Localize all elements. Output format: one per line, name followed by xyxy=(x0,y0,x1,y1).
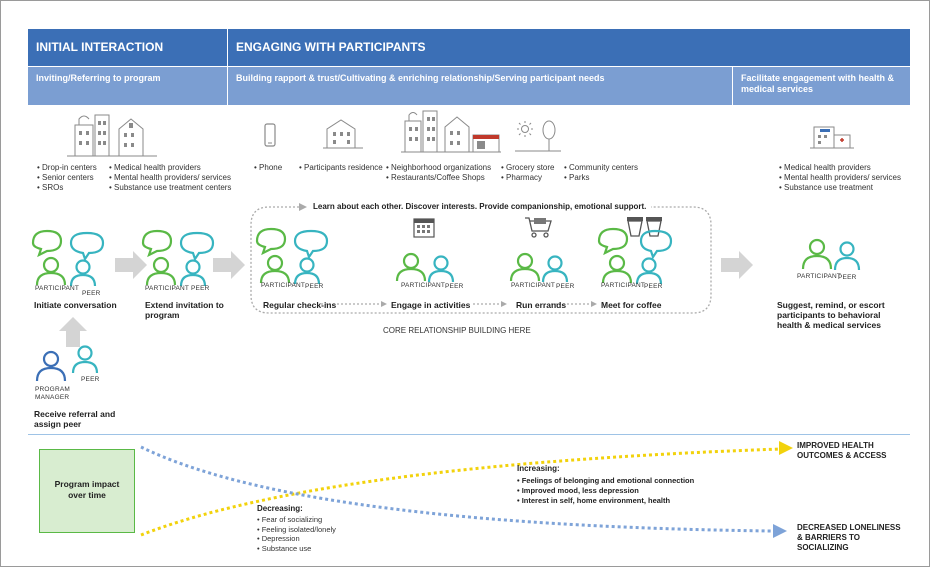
participant-peer-icon-extend xyxy=(141,229,215,287)
decreasing-item: Substance use xyxy=(257,544,336,554)
step-regular-checkins: Regular check-ins xyxy=(263,300,337,310)
participant-peer-icon-coffee xyxy=(597,227,673,285)
venue-list-residence: Participants residence xyxy=(299,163,383,173)
role-peer: PEER xyxy=(838,274,857,281)
park-icon xyxy=(515,120,561,152)
step-meet-coffee: Meet for coffee xyxy=(601,300,662,310)
arrow-right-1 xyxy=(115,251,147,279)
role-peer: PEER xyxy=(644,283,663,290)
increasing-list: Feelings of belonging and emotional conn… xyxy=(517,476,695,506)
outcome-decreased-loneliness: DECREASED LONELINESS & BARRIERS TO SOCIA… xyxy=(797,523,901,552)
venue-item: Parks xyxy=(564,173,638,183)
arrow-right-3 xyxy=(721,251,753,279)
venue-item: Pharmacy xyxy=(501,173,555,183)
neighborhood-buildings-icon xyxy=(401,110,501,153)
role-peer: PEER xyxy=(81,376,100,383)
role-participant: PARTICIPANT xyxy=(601,282,646,289)
venue-item: SROs xyxy=(37,183,97,193)
increasing-title: Increasing: xyxy=(517,464,560,473)
venue-item: Medical health providers xyxy=(779,163,901,173)
venue-list-phone: Phone xyxy=(254,163,282,173)
role-peer: PEER xyxy=(445,283,464,290)
venue-list-providers: Medical health providers Mental health p… xyxy=(109,163,231,193)
decreasing-list: Fear of socializing Feeling isolated/lon… xyxy=(257,515,336,553)
venue-list-neighborhood: Neighborhood organizations Restaurants/C… xyxy=(386,163,491,183)
increasing-item: Improved mood, less depression xyxy=(517,486,694,496)
role-peer: PEER xyxy=(191,285,210,292)
phone-icon xyxy=(264,123,276,147)
section-divider xyxy=(28,434,910,435)
venue-item: Mental health providers/ services xyxy=(109,173,231,183)
venue-item: Participants residence xyxy=(299,163,383,173)
decreasing-item: Depression xyxy=(257,534,336,544)
venue-item: Mental health providers/ services xyxy=(779,173,901,183)
loop-caption: Learn about each other. Discover interes… xyxy=(313,202,647,211)
arrow-right-2 xyxy=(213,251,245,279)
venue-item: Restaurants/Coffee Shops xyxy=(386,173,491,183)
role-participant: PARTICIPANT xyxy=(797,273,842,280)
role-program-manager: PROGRAM MANAGER xyxy=(35,386,70,402)
core-relationship-caption: CORE RELATIONSHIP BUILDING HERE xyxy=(383,326,531,335)
participant-peer-icon-checkins xyxy=(255,227,329,285)
decreasing-item: Feeling isolated/lonely xyxy=(257,525,336,535)
manager-peer-icon xyxy=(35,345,99,382)
increasing-item: Feelings of belonging and emotional conn… xyxy=(517,476,695,486)
venue-list-grocery: Grocery store Pharmacy xyxy=(501,163,555,183)
role-program-manager-line2: MANAGER xyxy=(35,394,70,401)
role-peer: PEER xyxy=(556,283,575,290)
venue-item: Community centers xyxy=(564,163,638,173)
role-participant: PARTICIPANT xyxy=(511,282,556,289)
subheader-facilitate: Facilitate engagement with health & medi… xyxy=(733,67,910,105)
role-peer: PEER xyxy=(305,283,324,290)
venue-item: Senior centers xyxy=(37,173,97,183)
step-engage-activities: Engage in activities xyxy=(391,300,471,310)
participant-peer-icon-activities xyxy=(395,252,455,283)
venue-list-community: Drop-in centers Senior centers SROs xyxy=(37,163,97,193)
program-impact-label: Program impact over time xyxy=(54,479,120,500)
outcome-improved-health: IMPROVED HEALTH OUTCOMES & ACCESS xyxy=(797,441,887,460)
participant-peer-icon-errands xyxy=(509,252,569,283)
clinic-icon xyxy=(810,126,854,149)
venue-item: Grocery store xyxy=(501,163,554,173)
role-participant: PARTICIPANT xyxy=(145,285,190,292)
venue-item: Substance use treatment centers xyxy=(109,183,231,193)
shopping-cart-icon xyxy=(525,217,552,238)
role-participant: PARTICIPANT xyxy=(261,282,306,289)
venue-item: Phone xyxy=(254,163,282,173)
participant-peer-icon-initiate xyxy=(31,229,105,287)
header-initial-interaction: INITIAL INTERACTION xyxy=(28,29,227,66)
venue-item: Medical health providers xyxy=(109,163,231,173)
step-run-errands: Run errands xyxy=(516,300,567,310)
step-initiate-conversation: Initiate conversation xyxy=(34,300,117,310)
decreasing-item: Fear of socializing xyxy=(257,515,336,525)
step-receive-referral: Receive referral and assign peer xyxy=(34,409,116,429)
venue-item: Drop-in centers xyxy=(37,163,97,173)
calendar-icon xyxy=(413,218,435,238)
venue-list-community-centers: Community centers Parks xyxy=(564,163,638,183)
step-extend-invitation: Extend invitation to program xyxy=(145,300,224,320)
buildings-icon-left xyxy=(67,114,157,157)
residence-icon xyxy=(323,119,363,149)
header-engaging-with-participants: ENGAGING WITH PARTICIPANTS xyxy=(228,29,910,66)
venue-list-health-services: Medical health providers Mental health p… xyxy=(779,163,901,193)
impact-trend-lines xyxy=(140,441,793,538)
decreasing-title: Decreasing: xyxy=(257,504,303,513)
venue-item: Substance use treatment xyxy=(779,183,901,193)
role-peer: PEER xyxy=(82,290,101,297)
role-participant: PARTICIPANT xyxy=(35,285,80,292)
step-suggest-remind-escort: Suggest, remind, or escort participants … xyxy=(777,300,885,330)
step-connectors xyxy=(321,301,597,307)
increasing-item: Interest in self, home environment, heal… xyxy=(517,496,694,506)
arrow-up xyxy=(59,317,87,347)
role-program-manager-line1: PROGRAM xyxy=(35,386,70,393)
program-impact-box xyxy=(39,449,135,533)
role-participant: PARTICIPANT xyxy=(401,282,446,289)
core-loop-outline xyxy=(250,203,712,314)
venue-item: Neighborhood organizations xyxy=(386,163,491,173)
participant-peer-icon-services xyxy=(801,238,861,271)
subheader-inviting: Inviting/Referring to program xyxy=(28,67,227,105)
subheader-building: Building rapport & trust/Cultivating & e… xyxy=(228,67,732,105)
